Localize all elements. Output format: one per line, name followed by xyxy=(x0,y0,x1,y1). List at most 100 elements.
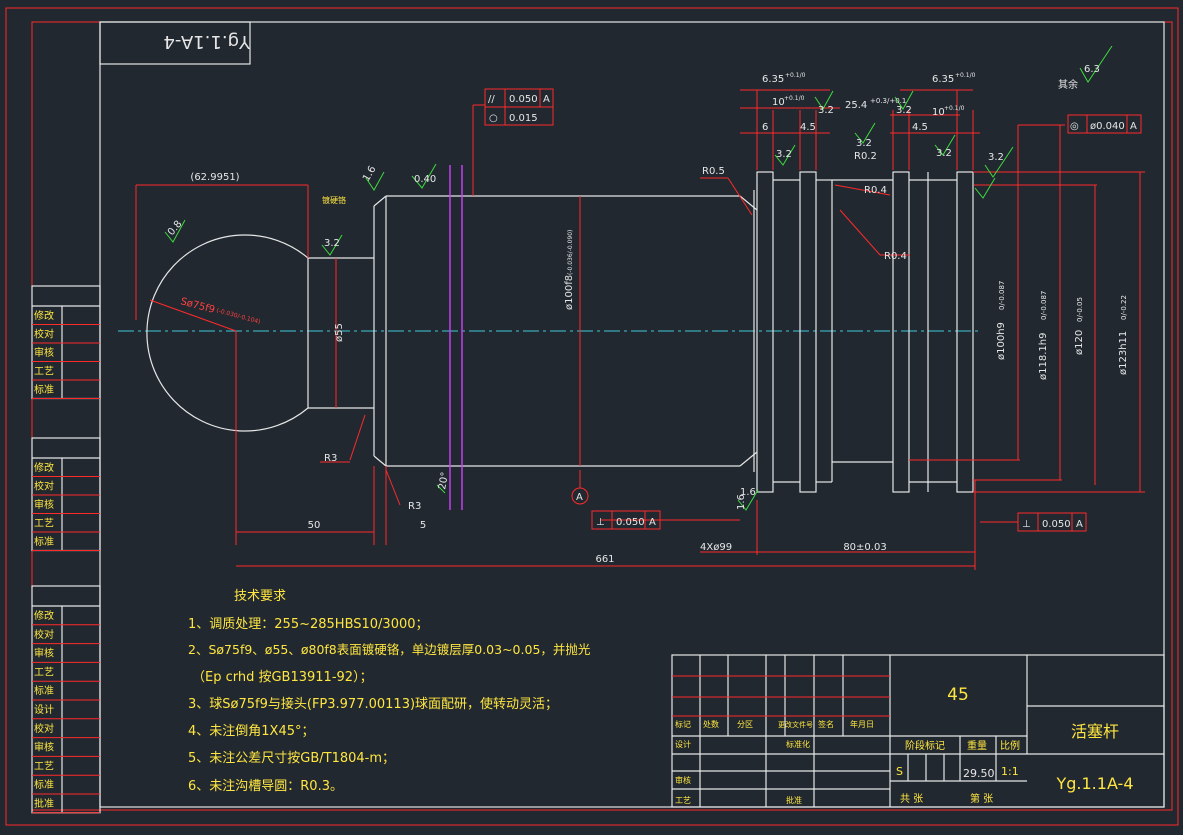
gdt-circ-symbol: ○ xyxy=(489,113,498,124)
tb-weight: 29.50 xyxy=(963,767,995,780)
d120-tol: 0/-0.05 xyxy=(1076,297,1084,322)
strip-block3-label-5: 设计 xyxy=(34,703,54,716)
tb-header-4: 签名 xyxy=(818,719,834,729)
d123-tol: 0/-0.22 xyxy=(1120,295,1128,320)
drawing-border xyxy=(99,21,1165,808)
strip-block3-label-3: 工艺 xyxy=(34,666,54,678)
tb-sheet-no: 第 张 xyxy=(970,792,993,805)
tb-part-name: 活塞杆 xyxy=(1071,722,1119,741)
strip-block3-label-1: 校对 xyxy=(34,628,54,641)
tb-process: 工艺 xyxy=(675,796,691,805)
tb-approve: 批准 xyxy=(786,795,802,805)
d45a: 4.5 xyxy=(800,122,816,133)
roughness-16b: 1.6 xyxy=(740,487,756,498)
len50: 50 xyxy=(308,520,321,531)
plating-note: 镀硬铬 xyxy=(322,195,346,205)
roughness-040: 0.40 xyxy=(414,174,436,185)
tb-stage-label: 阶段标记 xyxy=(905,739,945,752)
gdt-perp2-symbol: ⊥ xyxy=(1022,519,1031,530)
roughness-32b: 3.2 xyxy=(776,149,792,160)
strip-block2-label-2: 审核 xyxy=(34,498,54,511)
tech-item-6: 5、未注公差尺寸按GB/T1804-m； xyxy=(188,751,395,766)
gdt-conc-symbol: ◎ xyxy=(1070,121,1079,132)
strip-block3-label-4: 标准 xyxy=(34,685,54,697)
tb-review: 审核 xyxy=(675,775,691,785)
gdt-conc-datum: A xyxy=(1130,121,1137,132)
r3a: R3 xyxy=(324,453,337,464)
part-outline xyxy=(146,171,974,493)
r05: R0.5 xyxy=(702,166,725,177)
angle20: 20° xyxy=(437,471,451,490)
strip-block3-label-6: 校对 xyxy=(34,722,54,735)
d10a-tol: +0.1/0 xyxy=(784,95,805,102)
tb-header-2: 分区 xyxy=(737,720,753,729)
d118: ø118.1h9 xyxy=(1038,333,1049,380)
len661: 661 xyxy=(595,554,614,565)
strip-block3-label-8: 工艺 xyxy=(34,760,54,772)
datum-a: A xyxy=(576,492,583,503)
mirrored-number-box: Yg.1.1A-4 xyxy=(99,21,251,65)
tb-weight-label: 重量 xyxy=(967,739,987,752)
gdt-frames xyxy=(484,88,1142,532)
tech-requirements: 技术要求 1、调质处理：255~285HBS10/3000； 2、Sø75f9、… xyxy=(188,589,590,794)
gdt-parallel-datum: A xyxy=(543,94,550,105)
d100-tol: (-0.036/-0.090) xyxy=(567,230,574,275)
d254-tol: +0.3/+0.1 xyxy=(870,97,906,105)
tb-scale-label: 比例 xyxy=(1000,739,1020,752)
tb-header-5: 年月日 xyxy=(850,719,874,729)
tb-header-1: 处数 xyxy=(703,719,719,729)
roughness-rest-value: 6.3 xyxy=(1084,64,1100,75)
strip-block1-label-2: 审核 xyxy=(34,346,54,359)
gdt-conc-value: ø0.040 xyxy=(1090,121,1125,132)
tech-item-4: 3、球Sø75f9与接头(FP3.977.00113)球面配研，使转动灵活； xyxy=(188,696,558,712)
gdt-perp1-datum: A xyxy=(649,517,656,528)
strip-block2-label-1: 校对 xyxy=(34,480,54,493)
outer-frame xyxy=(5,7,1179,826)
strip-block2-frame xyxy=(31,437,101,552)
gdt-texts: // 0.050 A ○ 0.015 ◎ ø0.040 A ⊥ 0.050 A … xyxy=(488,94,1137,530)
strip-block3-label-10: 批准 xyxy=(34,797,54,810)
tech-title: 技术要求 xyxy=(234,589,286,604)
roughness-32g: 3.2 xyxy=(988,152,1004,163)
roughness-32d: 3.2 xyxy=(856,138,872,149)
len4x99: 4Xø99 xyxy=(700,542,732,553)
d635b-tol: +0.1/0 xyxy=(955,72,976,79)
r02: R0.2 xyxy=(854,151,877,162)
title-block xyxy=(671,654,1165,808)
d254: 25.4 xyxy=(845,100,867,111)
strip-block3-label-9: 标准 xyxy=(34,779,54,791)
title-block-text: 标记 处数 分区 更改文件号 签名 年月日 设计 标准化 审核 工艺 批准 45… xyxy=(675,685,1134,805)
left-strip: 修改校对审核工艺标准修改校对审核工艺标准修改校对审核工艺标准设计校对审核工艺标准… xyxy=(31,285,101,814)
d10b: 10 xyxy=(932,107,945,118)
section-marker xyxy=(449,165,463,510)
strip-block1-label-4: 标准 xyxy=(34,384,54,396)
tech-item-7: 6、未注沟槽导圆：R0.3。 xyxy=(188,779,343,794)
tech-item-5: 4、未注倒角1X45°； xyxy=(188,724,315,739)
strip-block1-label-0: 修改 xyxy=(34,309,54,322)
strip-block3-label-2: 审核 xyxy=(34,647,54,660)
d55: ø55 xyxy=(334,323,345,342)
dimension-lines xyxy=(135,89,1145,570)
roughness-32c: 3.2 xyxy=(818,105,834,116)
tb-stage-mark: S xyxy=(896,765,903,778)
strip-block1-label-3: 工艺 xyxy=(34,366,54,378)
strip-block2-label-0: 修改 xyxy=(34,461,54,474)
gdt-circ-value: 0.015 xyxy=(509,113,538,124)
tech-item-3: （Ep crhd 按GB13911-92）； xyxy=(192,670,373,685)
gdt-perp1-symbol: ⊥ xyxy=(596,517,605,528)
strip-block3-label-0: 修改 xyxy=(34,609,54,622)
tb-drawing-number: Yg.1.1A-4 xyxy=(1055,774,1133,793)
d635a-tol: +0.1/0 xyxy=(785,72,806,79)
d120: ø120 xyxy=(1074,330,1085,355)
roughness-32e: 3.2 xyxy=(896,105,912,116)
d100: ø100f8 xyxy=(564,275,575,310)
d100h9: ø100h9 xyxy=(996,322,1007,360)
tb-header-3: 更改文件号 xyxy=(778,720,813,729)
gdt-perp1-value: 0.050 xyxy=(616,517,645,528)
r04b: R0.4 xyxy=(884,251,907,262)
len5: 5 xyxy=(420,520,426,531)
strip-block1-frame xyxy=(31,285,101,400)
d635a: 6.35 xyxy=(762,74,784,85)
inner-frame xyxy=(31,21,1173,811)
mirrored-number: Yg.1.1A-4 xyxy=(163,31,251,52)
